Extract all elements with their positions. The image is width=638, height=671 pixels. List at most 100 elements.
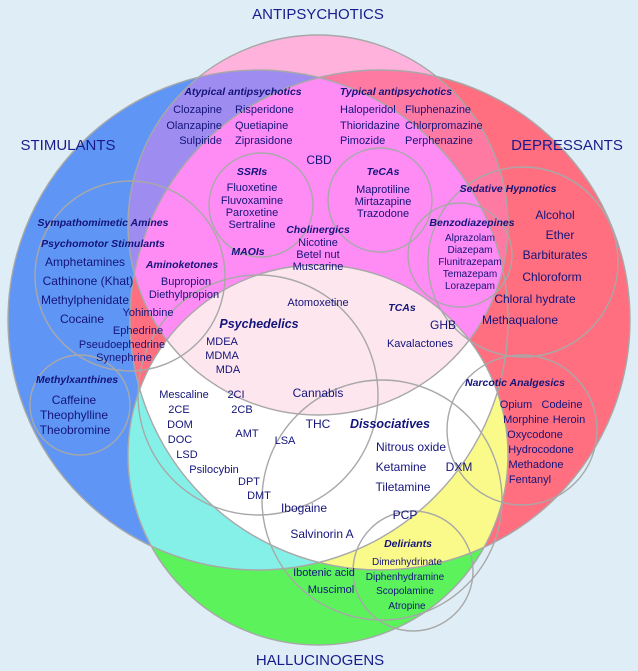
atomoxetine-label: Atomoxetine (287, 297, 348, 309)
deliriants-item: Atropine (388, 601, 426, 612)
aminoketones-item: Diethylpropion (149, 289, 219, 301)
cannabis-label: Cannabis (293, 386, 344, 400)
hallucinogen-item: Psilocybin (189, 464, 239, 476)
kavalactones-label: Kavalactones (387, 338, 454, 350)
antipsychotics-label: ANTIPSYCHOTICS (252, 6, 384, 23)
deliriants-title: Deliriants (384, 538, 432, 550)
ssris-item: Fluvoxamine (221, 195, 283, 207)
benzodiazepines-item: Alprazolam (445, 233, 495, 244)
typical-title: Typical antipsychotics (340, 86, 452, 98)
psychedelics-item: MDMA (205, 350, 239, 362)
hallucinogens-label: HALLUCINOGENS (256, 652, 384, 669)
cholinergics-item: Muscarine (293, 261, 344, 273)
sedative-hypnotics-circle (427, 166, 619, 358)
dissociatives-item: Nitrous oxide (376, 440, 446, 454)
sedative-item: Ether (546, 228, 575, 242)
typical-item: Perphenazine (405, 135, 473, 147)
cbd-label: CBD (306, 153, 332, 167)
sedative-item: Chloral hydrate (494, 292, 576, 306)
methylxanthines-item: Theophylline (40, 408, 108, 422)
dissociatives-item: DXM (446, 460, 473, 474)
psychedelics-item: MDA (216, 364, 241, 376)
narcotic-item: Oxycodone (507, 429, 563, 441)
tecas-item: Maprotiline (356, 184, 410, 196)
narcotic-item: Morphine (503, 414, 549, 426)
pseudoephedrine-label: Pseudoephedrine (79, 339, 165, 351)
hallucinogen-item: Mescaline (159, 389, 209, 401)
sedative-item: Methaqualone (482, 313, 558, 327)
methylxanthines-circle (29, 354, 131, 456)
ssris-item: Sertraline (228, 219, 275, 231)
salvinorin-label: Salvinorin A (290, 527, 353, 541)
tecas-item: Trazodone (357, 208, 409, 220)
dissociatives-item: PCP (393, 508, 418, 522)
ssris-item: Paroxetine (226, 207, 279, 219)
psychomotor-item: Cathinone (Khat) (43, 274, 134, 288)
deliriants-item: Diphenhydramine (366, 572, 445, 583)
maois-label: MAOIs (231, 246, 264, 258)
benzodiazepines-title: Benzodiazepines (429, 217, 514, 229)
sedative-title: Sedative Hypnotics (460, 183, 557, 195)
ssris-item: Fluoxetine (227, 182, 278, 194)
psychomotor-item: Methylphenidate (41, 293, 129, 307)
narcotic-item: Heroin (553, 414, 585, 426)
benzodiazepines-item: Diazepam (447, 245, 492, 256)
hallucinogen-item: LSD (176, 449, 197, 461)
atypical-item: Ziprasidone (235, 135, 292, 147)
narcotic-analgesics-circle (446, 354, 598, 506)
narcotic-item: Codeine (542, 399, 583, 411)
atypical-item: Sulpiride (179, 135, 222, 147)
deliriants-item: Scopolamine (376, 586, 434, 597)
narcotic-item: Fentanyl (509, 474, 551, 486)
dissociatives-circle (261, 379, 503, 621)
yohimbine-label: Yohimbine (123, 307, 174, 319)
benzodiazepines-item: Flunitrazepam (438, 257, 501, 268)
dissociatives-item: Ketamine (376, 460, 427, 474)
atypical-item: Quetiapine (235, 120, 288, 132)
ibogaine-label: Ibogaine (281, 501, 327, 515)
sympathomimetic-title: Sympathomimetic Amines (38, 217, 169, 229)
ssris-title: SSRIs (237, 166, 268, 178)
typical-item: Thioridazine (340, 120, 400, 132)
narcotic-title: Narcotic Analgesics (465, 377, 565, 389)
psychedelics-title: Psychedelics (219, 317, 298, 331)
sedative-item: Barbiturates (523, 248, 588, 262)
depressants-label: DEPRESSANTS (511, 137, 623, 154)
tcas-title: TCAs (388, 302, 416, 314)
cholinergics-item: Betel nut (296, 249, 339, 261)
muscimol-label: Muscimol (308, 584, 354, 596)
benzodiazepines-item: Lorazepam (445, 281, 495, 292)
methylxanthines-title: Methylxanthines (36, 374, 118, 386)
narcotic-item: Methadone (508, 459, 563, 471)
methylxanthines-item: Theobromine (40, 423, 111, 437)
hallucinogen-item: LSA (275, 435, 296, 447)
narcotic-item: Opium (500, 399, 532, 411)
hallucinogen-item: 2CI (227, 389, 244, 401)
hallucinogen-item: 2CE (168, 404, 189, 416)
hallucinogen-item: AMT (235, 428, 259, 440)
ibotenic-label: Ibotenic acid (293, 567, 355, 579)
cholinergics-title: Cholinergics (286, 224, 350, 236)
psychedelics-circle (137, 274, 379, 516)
ephedrine-label: Ephedrine (113, 325, 163, 337)
hallucinogen-item: DOC (168, 434, 193, 446)
methylxanthines-item: Caffeine (52, 393, 97, 407)
tecas-circle (327, 147, 433, 253)
ghb-label: GHB (430, 318, 456, 332)
hallucinogen-item: DOM (167, 419, 193, 431)
hallucinogen-item: DPT (238, 476, 260, 488)
psychomotor-title: Psychomotor Stimulants (41, 238, 165, 250)
benzodiazepines-item: Temazepam (443, 269, 497, 280)
hallucinogen-item: DMT (247, 490, 271, 502)
typical-item: Fluphenazine (405, 104, 471, 116)
dissociatives-item: Tiletamine (376, 480, 431, 494)
atypical-title: Atypical antipsychotics (183, 86, 301, 98)
sedative-item: Chloroform (522, 270, 581, 284)
aminoketones-title: Aminoketones (145, 259, 219, 271)
benzodiazepines-circle (407, 202, 513, 308)
atypical-item: Olanzapine (166, 120, 222, 132)
psychedelics-item: MDEA (206, 336, 238, 348)
stimulants-label: STIMULANTS (20, 137, 115, 154)
atypical-item: Clozapine (173, 104, 222, 116)
